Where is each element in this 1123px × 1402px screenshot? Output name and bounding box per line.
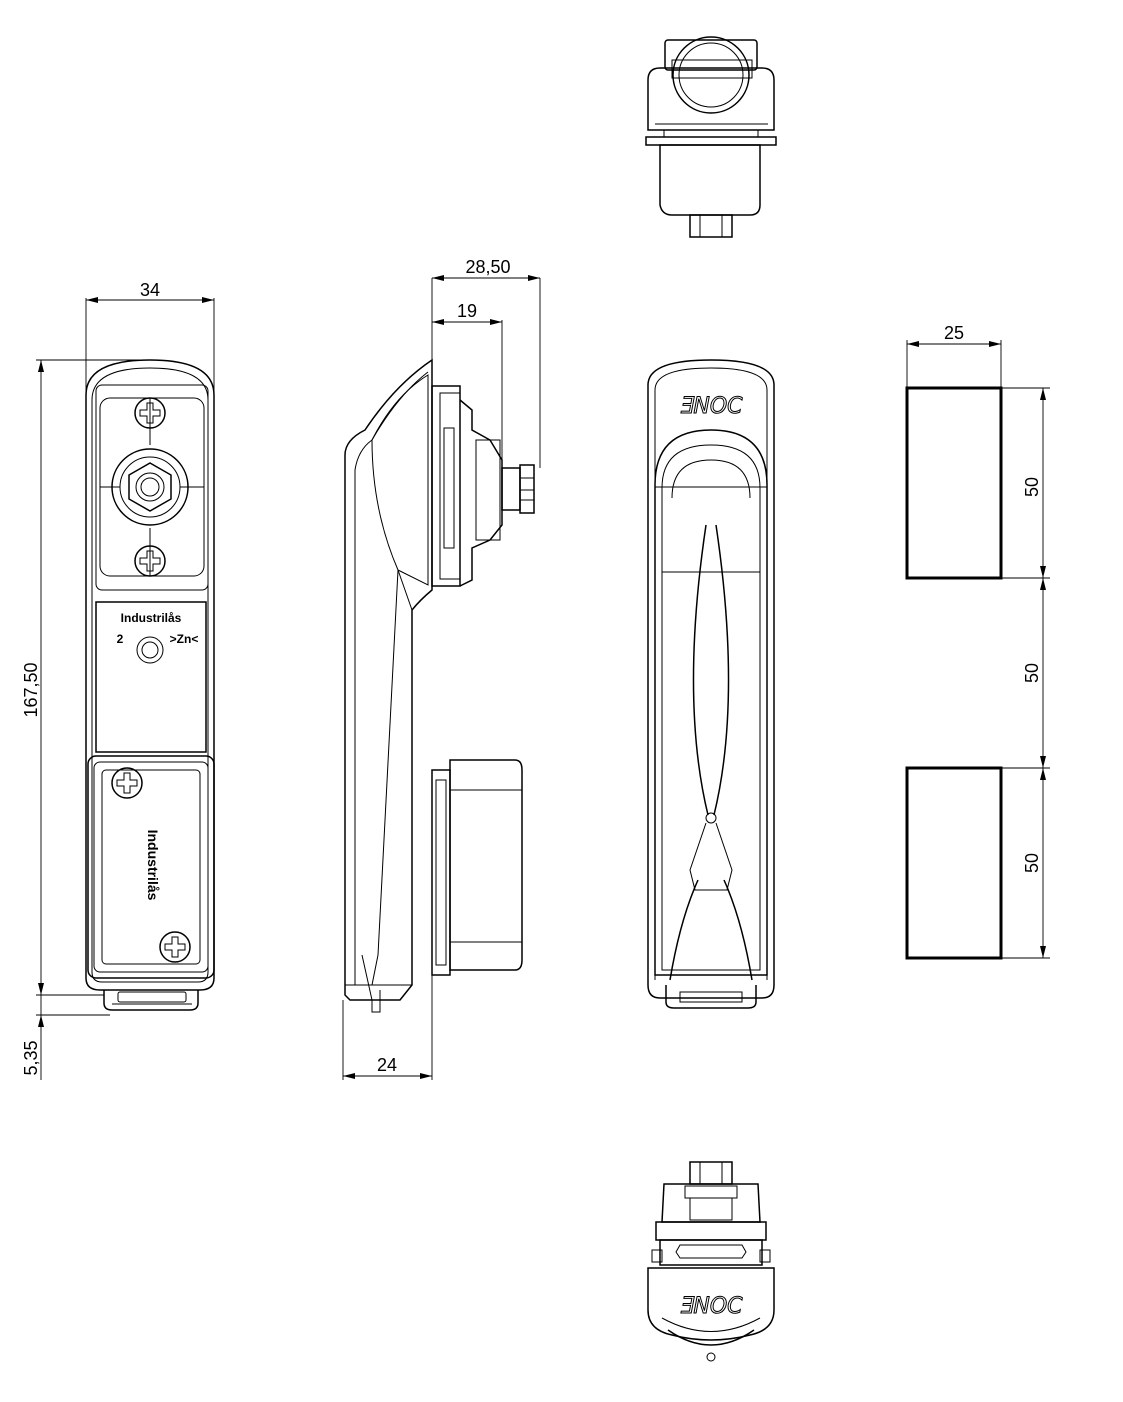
dimension-depth-24: 24	[342, 975, 433, 1080]
screw-icon	[134, 545, 166, 577]
screw-icon	[134, 397, 166, 429]
screw-icon	[159, 931, 191, 963]
dimension-depth-19: 19	[432, 301, 503, 460]
dimension-depth-28-50: 28,50	[431, 257, 541, 468]
side-view	[344, 358, 535, 1013]
material-label: >Zn<	[170, 632, 199, 646]
brand-body-label: Industrilås	[145, 830, 161, 901]
back-view: ƎNOC	[647, 359, 775, 1009]
svg-text:19: 19	[457, 301, 477, 321]
dimension-offset: 5,35	[21, 995, 110, 1080]
svg-text:34: 34	[140, 280, 160, 300]
svg-text:167,50: 167,50	[21, 662, 41, 717]
plate-number: 2	[117, 632, 124, 646]
svg-text:50: 50	[1022, 853, 1042, 873]
front-view: Industrilås 2 >Zn< Industrilås	[85, 359, 215, 1011]
cutout-upper	[905, 386, 1003, 580]
brand-label: Industrilås	[121, 611, 182, 625]
svg-text:28,50: 28,50	[465, 257, 510, 277]
screw-icon	[111, 767, 143, 799]
dimension-height: 167,50	[21, 359, 150, 996]
cutout-lower	[905, 766, 1003, 960]
bottom-view: ƎNOC	[647, 1161, 775, 1362]
svg-text:50: 50	[1022, 477, 1042, 497]
top-view	[645, 36, 777, 238]
dimension-width: 34	[85, 280, 215, 392]
svg-text:5,35: 5,35	[21, 1040, 41, 1075]
door-cutout-pattern	[905, 386, 1003, 960]
brand-logo-front: ƎNOC	[679, 394, 743, 419]
svg-text:25: 25	[944, 323, 964, 343]
svg-text:24: 24	[377, 1055, 397, 1075]
dimension-cutout-width: 25	[906, 323, 1002, 388]
dimension-cutout-heights: 50 50 50	[1001, 387, 1050, 959]
svg-text:50: 50	[1022, 663, 1042, 683]
brand-logo-bottom: ƎNOC	[679, 1294, 743, 1319]
